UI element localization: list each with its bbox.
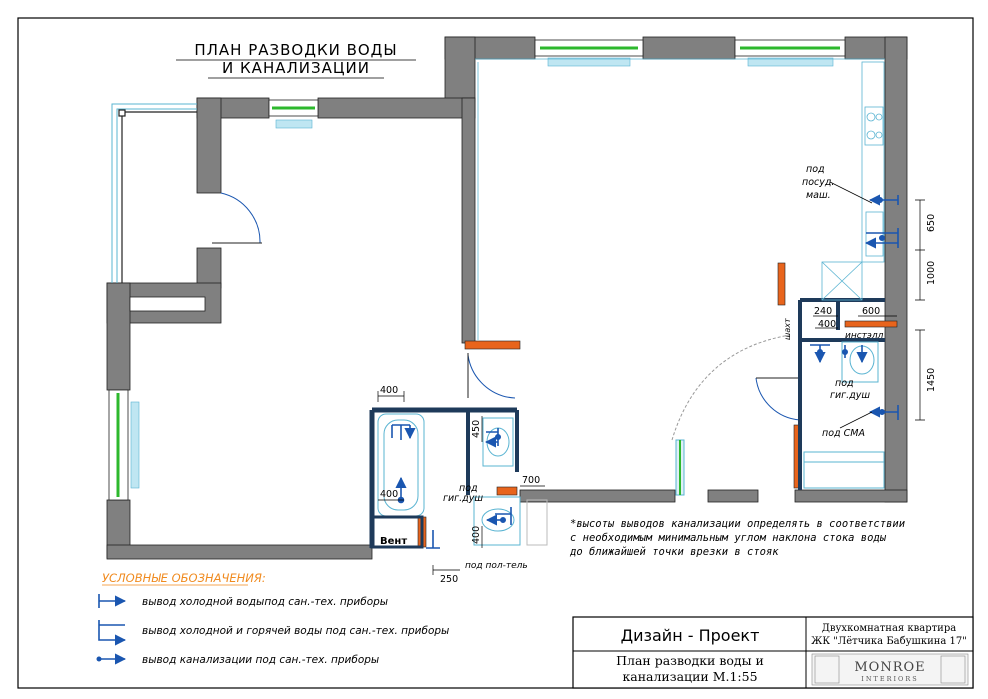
label-vent: Вент bbox=[380, 536, 407, 547]
title-line-2: И КАНАЛИЗАЦИИ bbox=[222, 59, 370, 77]
label-installation: инстэлл bbox=[845, 331, 884, 341]
title-line-1: ПЛАН РАЗВОДКИ ВОДЫ bbox=[194, 41, 397, 59]
balcony-frame bbox=[118, 109, 197, 283]
fixture-labels: под посуд. маш. под гиг.душ под гиг.душ … bbox=[380, 164, 884, 571]
label-hyg-shower-b-2: гиг.душ bbox=[830, 390, 870, 401]
label-hyg-shower-b-1: под bbox=[835, 378, 854, 389]
glass-partitions bbox=[675, 439, 685, 496]
logo-sub: INTERIORS bbox=[861, 675, 918, 683]
project-line-2: ЖК "Лётчика Бабушкина 17" bbox=[811, 636, 967, 647]
plan-title: ПЛАН РАЗВОДКИ ВОДЫ И КАНАЛИЗАЦИИ bbox=[176, 41, 416, 79]
note-line-2: с необходимым минимальным углом наклона … bbox=[570, 532, 887, 544]
pipe-outlets bbox=[391, 195, 899, 549]
label-towel-rail: под пол-тель bbox=[465, 561, 528, 571]
room-outline bbox=[475, 58, 885, 340]
sliding-door-arc bbox=[671, 334, 791, 441]
legend-item-1: вывод холодной водыпод сан.-тех. приборы bbox=[142, 596, 388, 608]
sheet-line-2: канализации М.1:55 bbox=[622, 669, 757, 684]
label-hyg-shower-a-1: под bbox=[459, 483, 478, 494]
logo-main: MONROE bbox=[854, 660, 925, 675]
walls bbox=[106, 36, 908, 560]
dim-400-bath: 400 bbox=[380, 489, 398, 500]
dim-1450: 1450 bbox=[926, 368, 937, 392]
dim-400-top: 400 bbox=[380, 385, 398, 396]
sheet-line-1: План разводки воды и bbox=[616, 653, 764, 668]
sheet-frame bbox=[17, 17, 974, 689]
title-block: Дизайн - Проект Двухкомнатная квартира Ж… bbox=[572, 616, 974, 689]
legend-cold-water-icon bbox=[98, 594, 125, 608]
monroe-logo: MONROE INTERIORS bbox=[811, 653, 969, 686]
dim-240: 240 bbox=[814, 306, 832, 317]
note: *высоты выводов канализации определять в… bbox=[569, 518, 905, 558]
dim-400-small: 400 bbox=[818, 319, 836, 330]
legend: УСЛОВНЫЕ ОБОЗНАЧЕНИЯ: вывод холодной вод… bbox=[96, 571, 449, 666]
windows bbox=[108, 39, 846, 501]
doors bbox=[212, 192, 801, 421]
label-dishwasher-2: посуд. bbox=[802, 177, 834, 188]
dim-700: 700 bbox=[522, 475, 540, 486]
legend-item-2: вывод холодной и горячей воды под сан.-т… bbox=[142, 625, 449, 637]
label-dishwasher-1: под bbox=[806, 164, 825, 175]
label-hyg-shower-a-2: гиг.душ bbox=[443, 493, 483, 504]
dimension-labels: 400 450 400 700 400 250 650 1000 1450 24… bbox=[380, 214, 937, 585]
dim-600: 600 bbox=[862, 306, 880, 317]
note-line-1: *высоты выводов канализации определять в… bbox=[570, 518, 905, 530]
label-washing-machine: под СМА bbox=[822, 428, 865, 439]
dim-1000: 1000 bbox=[926, 261, 937, 285]
dim-450: 450 bbox=[471, 420, 482, 438]
label-dishwasher-3: маш. bbox=[806, 190, 831, 201]
legend-heading: УСЛОВНЫЕ ОБОЗНАЧЕНИЯ: bbox=[102, 571, 266, 585]
project-line-1: Двухкомнатная квартира bbox=[822, 623, 956, 634]
design-label: Дизайн - Проект bbox=[621, 626, 760, 645]
bathroom-1 bbox=[369, 407, 548, 549]
dim-250: 250 bbox=[440, 574, 458, 585]
legend-item-3: вывод канализации под сан.-тех. приборы bbox=[142, 654, 379, 666]
dim-650: 650 bbox=[926, 214, 937, 232]
balcony bbox=[111, 103, 197, 283]
legend-hot-cold-water-icon bbox=[98, 620, 125, 640]
dim-400-wc: 400 bbox=[471, 526, 482, 544]
note-line-3: до ближайшей точки врезки в стояк bbox=[569, 546, 779, 558]
label-shaft: шахт bbox=[783, 318, 792, 340]
dimension-lines bbox=[377, 181, 925, 575]
wall-niche bbox=[129, 296, 206, 312]
